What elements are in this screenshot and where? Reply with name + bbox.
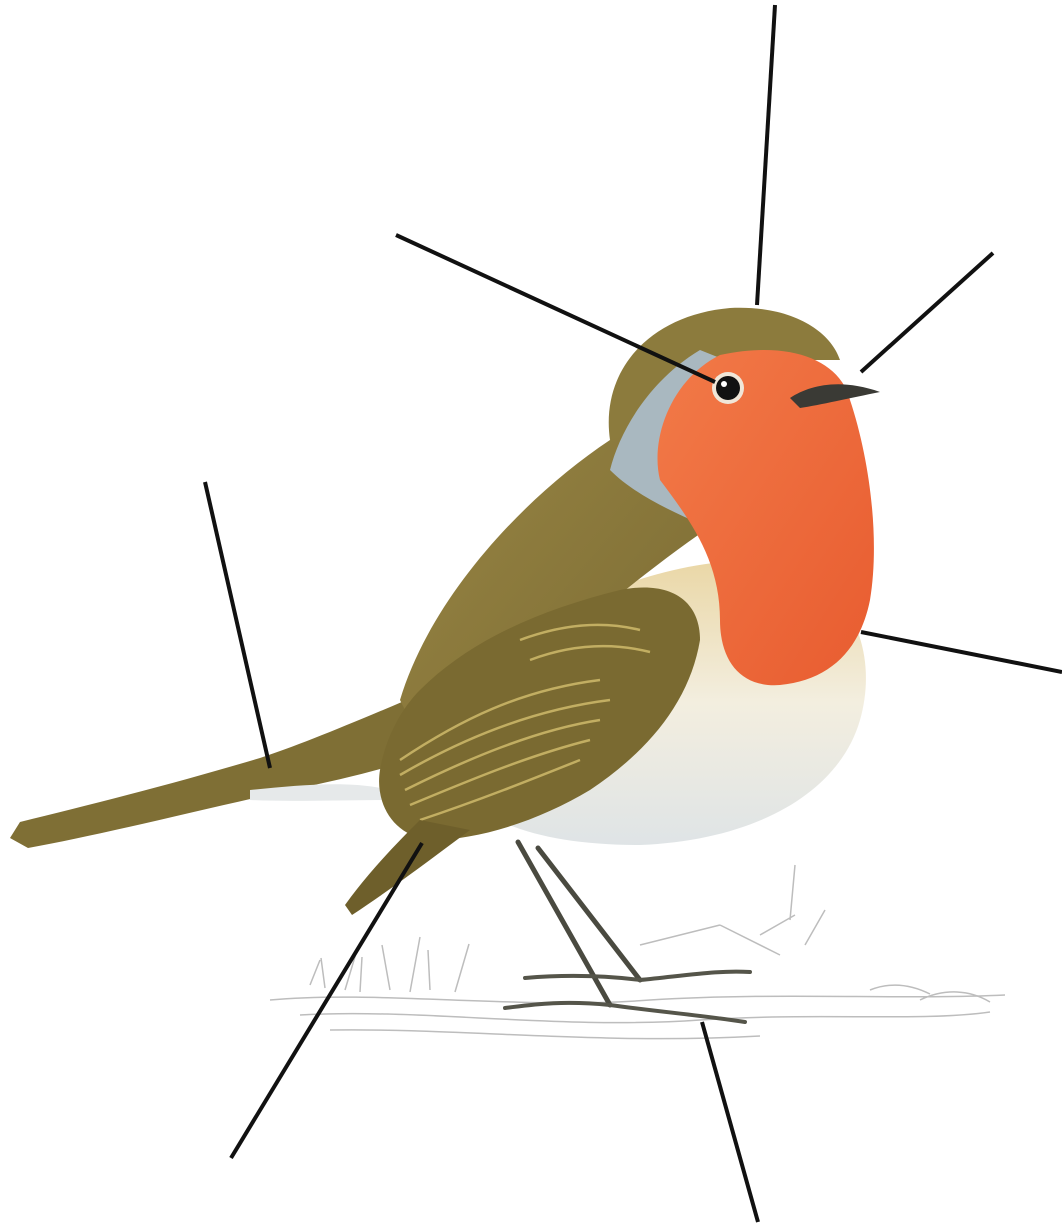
eye-highlight-icon — [721, 381, 727, 387]
eye-icon — [716, 376, 740, 400]
